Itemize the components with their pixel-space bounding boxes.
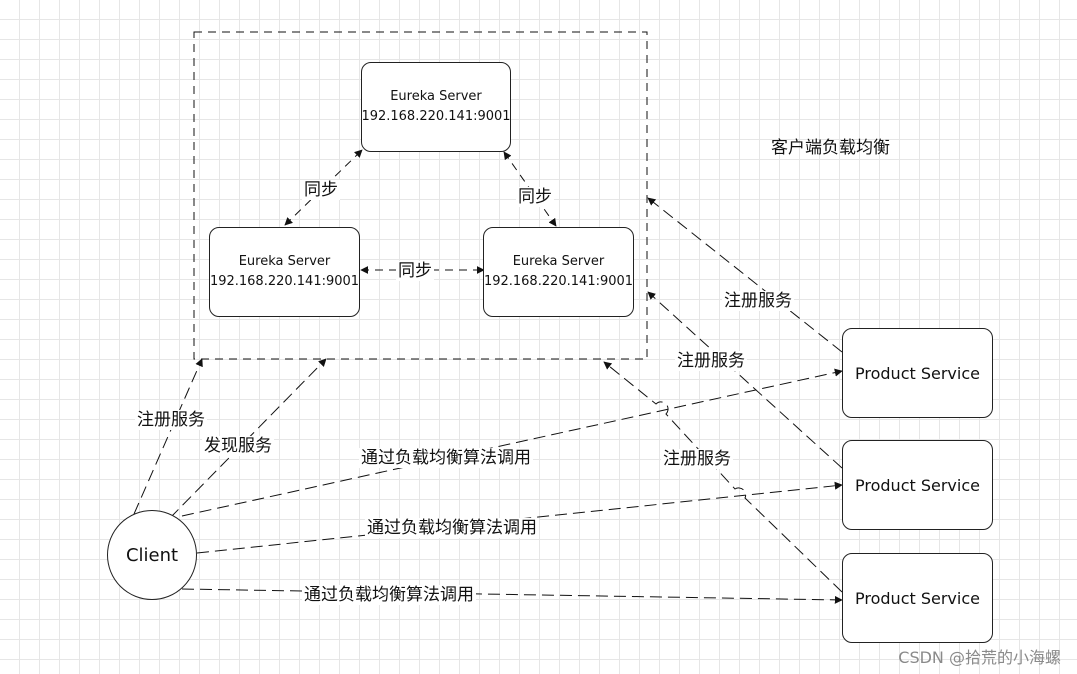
- eureka-server-address: 192.168.220.141:9001: [361, 109, 511, 124]
- product-service-2[interactable]: Product Service: [842, 440, 993, 530]
- watermark: CSDN @拾荒的小海螺: [898, 648, 1061, 667]
- lb-call-arrow-1: [181, 368, 843, 517]
- product-service-label: Product Service: [855, 588, 980, 608]
- product-service-label: Product Service: [855, 363, 980, 383]
- eureka-server-top[interactable]: Eureka Server 192.168.220.141:9001: [361, 62, 511, 152]
- register-label-ps2: 注册服务: [675, 351, 747, 371]
- client-register-label: 注册服务: [135, 410, 207, 430]
- register-label-ps1: 注册服务: [722, 291, 794, 311]
- eureka-server-name: Eureka Server: [512, 254, 605, 269]
- client-label: Client: [125, 544, 179, 566]
- diagram-title: 客户端负载均衡: [771, 138, 890, 158]
- lb-call-label-3: 通过负载均衡算法调用: [302, 585, 476, 605]
- product-service-label: Product Service: [855, 475, 980, 495]
- client-register-arrow: [133, 358, 203, 515]
- eureka-server-address: 192.168.220.141:9001: [483, 274, 634, 289]
- eureka-server-name: Eureka Server: [238, 254, 331, 269]
- sync-label-top-left: 同步: [302, 180, 340, 200]
- sync-label-top-right: 同步: [516, 187, 554, 207]
- product-service-3[interactable]: Product Service: [842, 553, 993, 643]
- sync-arrow-top-left: [284, 149, 363, 226]
- lb-call-label-2: 通过负载均衡算法调用: [365, 518, 539, 538]
- sync-label-middle: 同步: [396, 261, 434, 281]
- eureka-server-left[interactable]: Eureka Server 192.168.220.141:9001: [209, 227, 360, 317]
- lb-call-label-1: 通过负载均衡算法调用: [359, 448, 533, 468]
- client-discover-label: 发现服务: [202, 436, 274, 456]
- register-arrow-ps2: [647, 291, 843, 469]
- client-node[interactable]: Client: [107, 510, 197, 600]
- eureka-server-right[interactable]: Eureka Server 192.168.220.141:9001: [483, 227, 634, 317]
- register-arrow-ps1: [647, 197, 843, 353]
- eureka-cluster-boundary: [193, 31, 648, 360]
- register-label-ps3: 注册服务: [661, 449, 733, 469]
- register-arrow-ps3: [603, 361, 843, 593]
- eureka-server-address: 192.168.220.141:9001: [209, 274, 360, 289]
- lb-call-arrow-3: [181, 588, 843, 604]
- eureka-server-name: Eureka Server: [390, 89, 482, 104]
- product-service-1[interactable]: Product Service: [842, 328, 993, 418]
